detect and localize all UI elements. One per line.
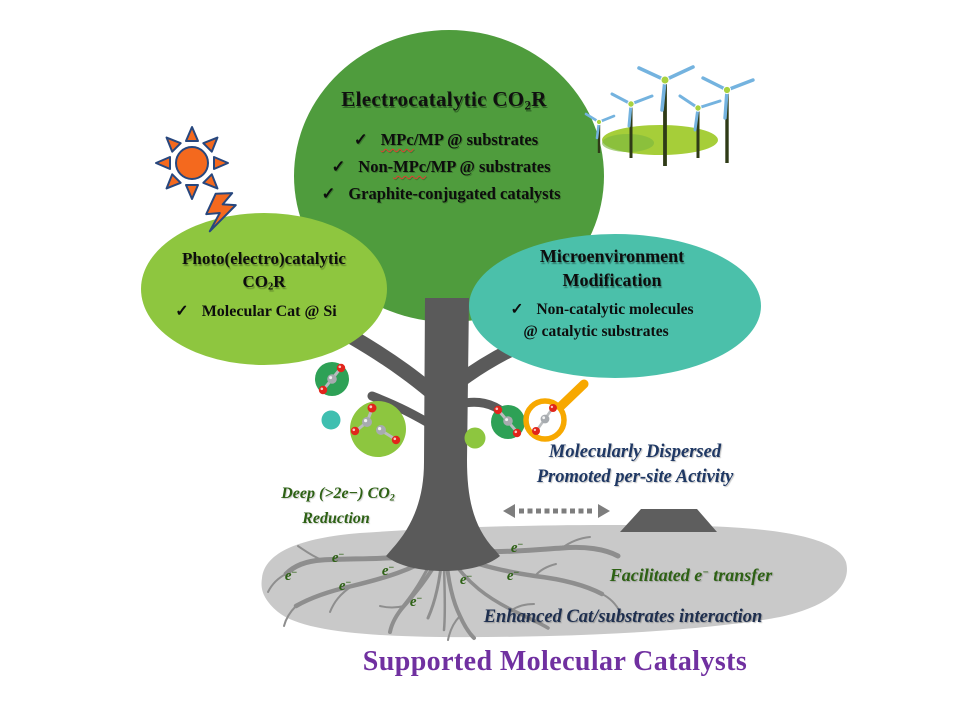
lightning-bolt-icon (205, 192, 237, 233)
enhanced-interaction-note: Enhanced Cat/substrates interaction (483, 607, 763, 627)
dispersed-note-line2: Promoted per-site Activity (536, 467, 734, 487)
check-icon: ✓ (321, 184, 336, 203)
micro-blob-item-line2: @ catalytic substrates (523, 323, 669, 340)
canopy-item-2: ✓Non-MPc/MP @ substrates (331, 157, 551, 176)
facilitated-transfer-note: Facilitated e− transfer (609, 565, 773, 585)
photo-blob-heading-line1: Photo(electro)catalytic (182, 249, 346, 268)
deep-reduction-note-line2: Reduction (302, 510, 370, 527)
electron-marker: e− (284, 567, 298, 584)
photo-blob-shape (141, 213, 387, 365)
dispersed-note-line1: Molecularly Dispersed (548, 442, 722, 462)
electron-marker: e− (381, 562, 395, 579)
teal-dot (321, 410, 341, 430)
electron-marker: e− (510, 539, 524, 556)
micro-blob-shape (469, 234, 761, 378)
deep-reduction-note-line1: Deep (>2e−) CO2 (281, 485, 395, 504)
electron-marker: e− (506, 567, 520, 584)
electron-marker: e− (331, 549, 345, 566)
micro-blob-item-line1: ✓Non-catalytic molecules (510, 301, 694, 318)
photo-blob-heading-line2: CO2R (242, 272, 286, 293)
micro-blob-heading-line2: Modification (562, 270, 662, 290)
check-icon: ✓ (353, 130, 368, 149)
check-icon: ✓ (175, 303, 189, 320)
electron-marker: e− (459, 571, 473, 588)
tree-trunk (386, 298, 500, 571)
co2-molecule-bubbles (315, 362, 525, 457)
micro-blob-heading-line1: Microenvironment (539, 246, 685, 266)
roots (267, 536, 621, 641)
electron-marker: e− (338, 577, 352, 594)
co2-molecule-icon (315, 362, 349, 396)
green-dot (464, 427, 486, 449)
magnifier-icon (523, 379, 589, 442)
canopy-item-1: ✓MPc/MP @ substrates (353, 130, 539, 149)
double-headed-dashed-arrow-icon (503, 504, 610, 518)
support-mound (620, 509, 717, 532)
photo-blob-item: ✓Molecular Cat @ Si (175, 303, 337, 320)
check-icon: ✓ (510, 301, 524, 318)
wind-turbines-icon (584, 65, 755, 166)
sun-icon (155, 126, 229, 200)
co2-molecule-icon (350, 401, 406, 457)
canopy-heading: Electrocatalytic CO2R (341, 87, 547, 113)
co2-molecule-icon (491, 405, 525, 439)
check-icon: ✓ (331, 157, 346, 176)
electron-marker: e− (409, 593, 423, 610)
canopy-item-3: ✓Graphite-conjugated catalysts (321, 184, 561, 203)
page-title: Supported Molecular Catalysts (362, 646, 748, 677)
